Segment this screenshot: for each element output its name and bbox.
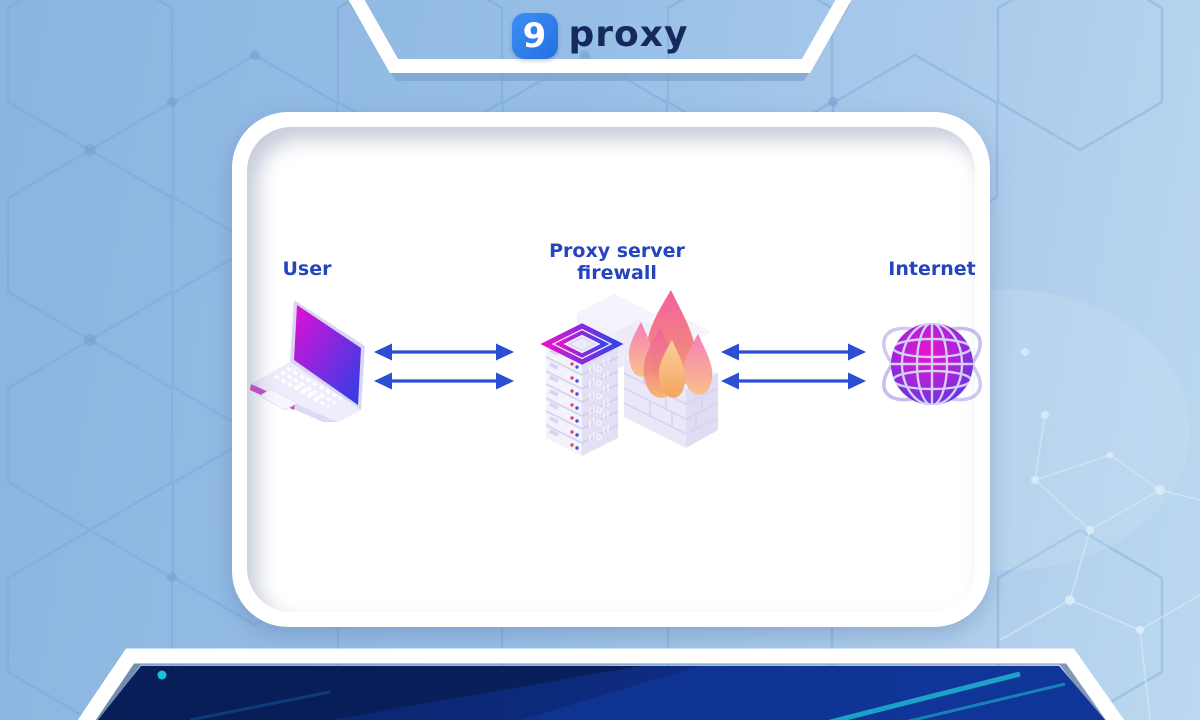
bottom-banner <box>0 640 1200 720</box>
user-label: User <box>282 258 332 280</box>
server-firewall-icon <box>540 290 719 456</box>
globe-icon <box>882 323 982 405</box>
logo-text: proxy <box>568 13 689 55</box>
laptop-icon <box>250 300 365 422</box>
top-banner: 9 proxy <box>0 0 1200 95</box>
diagram-card: User <box>232 112 990 627</box>
internet-label: Internet <box>888 258 976 280</box>
logo-9-icon: 9 <box>511 13 558 59</box>
logo-9-glyph: 9 <box>522 16 547 56</box>
logo: 9 proxy <box>0 6 1200 66</box>
double-arrow-proxy-internet <box>721 343 866 390</box>
proxy-server-firewall-label: Proxy server firewall <box>549 240 685 285</box>
double-arrow-user-proxy <box>374 343 514 390</box>
